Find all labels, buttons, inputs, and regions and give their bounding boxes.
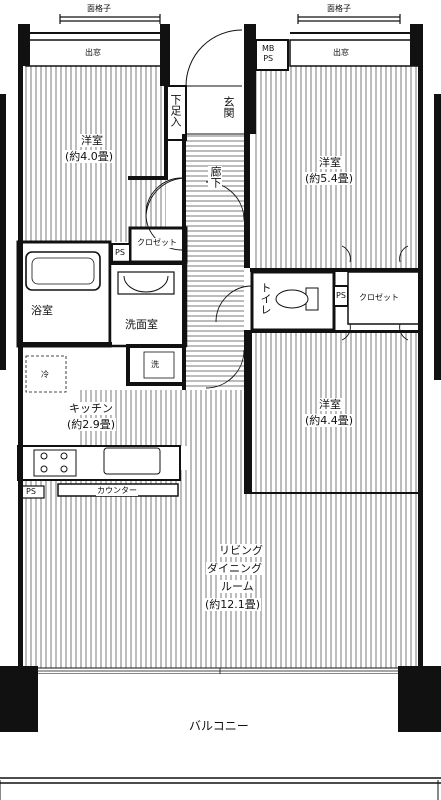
toilet-label: トイレ <box>258 282 272 315</box>
toilet-bowl <box>275 289 309 309</box>
entrance-label: 玄関 <box>221 96 235 118</box>
shoe-closet-label: 下足入 <box>168 94 182 127</box>
bay-window-left-label: 出窓 <box>84 48 102 58</box>
floor-room-ne <box>252 66 422 272</box>
room-nw-size: (約4.0畳) <box>64 150 115 163</box>
ldk-line2: ダイニング <box>206 562 263 575</box>
room-se-name: 洋室 <box>318 398 342 411</box>
hallway-label: 廊下 <box>208 166 222 188</box>
ps-center-label: PS <box>114 248 126 258</box>
kitchen-sink <box>103 447 161 475</box>
bathroom-label: 浴室 <box>30 304 54 317</box>
room-ne-name: 洋室 <box>318 156 342 169</box>
counter-label: カウンター <box>96 486 138 496</box>
balcony-post-left <box>0 666 38 732</box>
window-lattice-left <box>59 14 161 24</box>
closet-right-label: クロゼット <box>358 293 400 303</box>
entrance-door-swing <box>185 29 243 87</box>
fridge-space <box>25 355 67 393</box>
entrance-area <box>186 86 244 134</box>
washroom-label: 洗面室 <box>124 318 159 331</box>
bay-window-right <box>289 39 419 67</box>
ps-toilet-label: PS <box>335 291 347 301</box>
ps-kitchen-label: PS <box>25 487 37 497</box>
balcony-post-right <box>398 666 441 732</box>
kitchen-name: キッチン <box>68 402 114 415</box>
fridge-label: 冷 <box>40 370 50 380</box>
kitchen-size: (約2.9畳) <box>66 418 117 431</box>
balcony-label: バルコニー <box>188 719 250 733</box>
stove <box>33 449 77 477</box>
lattice-left-label: 面格子 <box>86 4 112 14</box>
ldk-line3: ルーム <box>220 580 255 593</box>
ldk-size: (約12.1畳) <box>204 598 262 611</box>
closet-center-label: クロゼット <box>136 238 178 248</box>
ldk-line1: リビング <box>218 544 264 557</box>
room-nw-name: 洋室 <box>80 134 104 147</box>
mb-ps-label: MB PS <box>261 44 276 64</box>
room-se-size: (約4.4畳) <box>304 414 355 427</box>
window-lattice-right <box>297 14 401 24</box>
washer-label: 洗 <box>150 360 160 370</box>
room-ne-size: (約5.4畳) <box>304 172 355 185</box>
bay-window-right-label: 出窓 <box>332 48 350 58</box>
lattice-right-label: 面格子 <box>326 4 352 14</box>
